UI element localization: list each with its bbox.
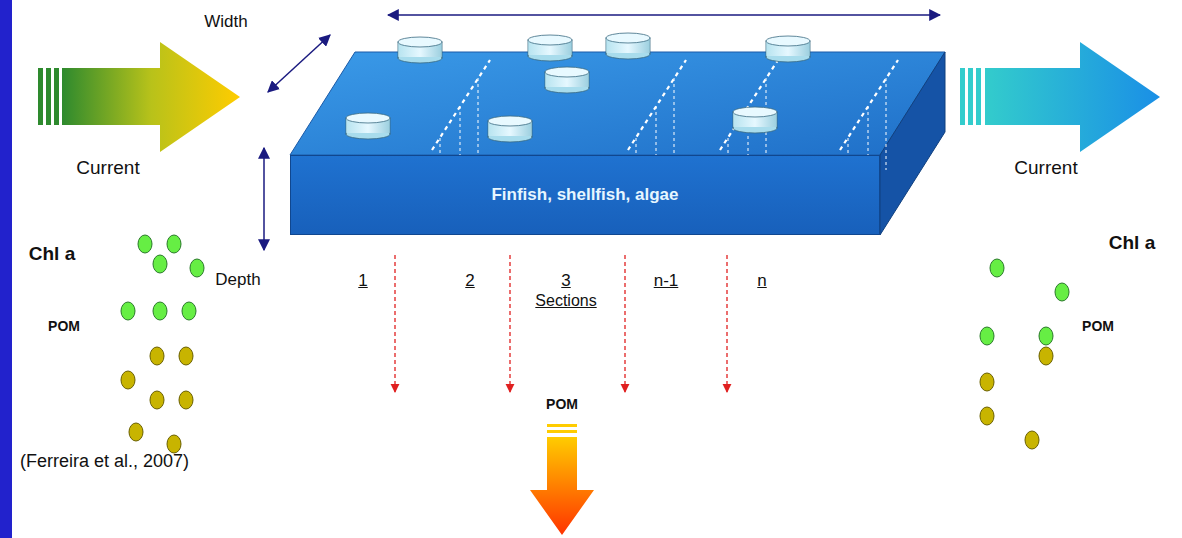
pom-particle xyxy=(150,391,164,409)
pom-label: POM xyxy=(48,318,80,334)
cage-cylinder xyxy=(545,67,589,93)
cage-cylinder xyxy=(398,37,442,63)
culture-box-front: Finfish, shellfish, algae xyxy=(290,155,880,235)
chl-particle xyxy=(153,302,167,320)
chl-particle xyxy=(153,255,167,273)
dimension-label: Width xyxy=(204,12,247,32)
section-number: n xyxy=(757,271,766,291)
pom-label: POM xyxy=(546,396,578,412)
pom-particle xyxy=(179,347,193,365)
section-number: 2 xyxy=(465,271,474,291)
sections-label: Sections xyxy=(535,292,596,310)
chl-particle xyxy=(980,327,994,345)
section-number: 1 xyxy=(358,271,367,291)
pom-particle xyxy=(1025,431,1039,449)
cage-cylinder xyxy=(346,113,390,139)
dimension-label: Depth xyxy=(215,270,260,290)
chl-particle xyxy=(121,302,135,320)
cage-cylinder xyxy=(766,36,810,62)
pom-particle xyxy=(179,391,193,409)
pom-particle xyxy=(150,347,164,365)
chl-particle xyxy=(190,259,204,277)
cage-cylinder xyxy=(488,116,532,142)
box-label: Finfish, shellfish, algae xyxy=(491,185,678,205)
cage-cylinder xyxy=(606,33,650,59)
chl-label: Chl a xyxy=(1109,232,1155,254)
section-number: n-1 xyxy=(654,271,679,291)
chl-particle xyxy=(182,302,196,320)
chl-particle xyxy=(1055,283,1069,301)
pom-particle xyxy=(129,423,143,441)
chl-particle xyxy=(1039,327,1053,345)
citation-caption: (Ferreira et al., 2007) xyxy=(20,451,189,472)
chl-particle xyxy=(167,235,181,253)
chl-particle xyxy=(990,259,1004,277)
chl-particle xyxy=(138,235,152,253)
chl-label: Chl a xyxy=(29,243,75,265)
cage-cylinder xyxy=(733,107,777,133)
pom-particle xyxy=(980,407,994,425)
cage-cylinder xyxy=(528,35,572,61)
pom-label: POM xyxy=(1082,318,1114,334)
pom-particle xyxy=(980,373,994,391)
pom-particle xyxy=(167,435,181,453)
current-label: Current xyxy=(1014,157,1077,179)
pom-particle xyxy=(121,371,135,389)
current-label: Current xyxy=(76,157,139,179)
section-number: 3 xyxy=(561,271,570,291)
pom-particle xyxy=(1039,347,1053,365)
